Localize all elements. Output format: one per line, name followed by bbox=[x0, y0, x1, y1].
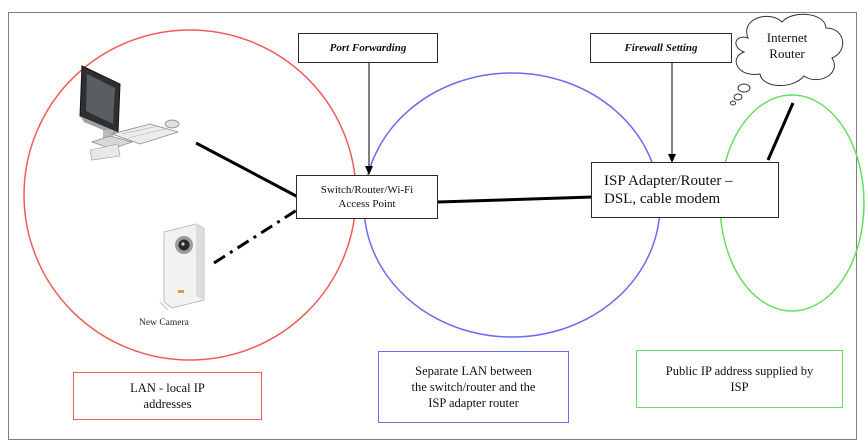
switch-router-node: Switch/Router/Wi-Fi Access Point bbox=[296, 175, 438, 219]
port-forwarding-label: Port Forwarding bbox=[298, 33, 438, 63]
camera-caption: New Camera bbox=[139, 318, 189, 328]
port-forwarding-arrowhead bbox=[365, 166, 373, 175]
firewall-setting-text: Firewall Setting bbox=[624, 42, 698, 54]
desktop-computer-icon bbox=[79, 65, 180, 161]
isp-to-internet-line bbox=[766, 102, 795, 161]
diagram-frame bbox=[8, 12, 857, 440]
firewall-setting-arrowhead bbox=[668, 154, 676, 163]
switch-to-isp-line bbox=[437, 195, 593, 204]
isp-adapter-node: ISP Adapter/Router – DSL, cable modem bbox=[591, 162, 779, 218]
network-camera-icon bbox=[159, 223, 205, 311]
port-forwarding-text: Port Forwarding bbox=[329, 42, 407, 54]
firewall-setting-label: Firewall Setting bbox=[590, 33, 732, 63]
internet-router-text: Internet Router bbox=[766, 30, 808, 61]
isp-adapter-text: ISP Adapter/Router – DSL, cable modem bbox=[604, 173, 733, 207]
lan-legend: LAN - local IP addresses bbox=[73, 372, 262, 420]
cloud-icon bbox=[730, 13, 843, 106]
camera-to-switch-dashed-line bbox=[213, 208, 298, 265]
public-ip-legend: Public IP address supplied by ISP bbox=[636, 350, 843, 408]
computer-to-switch-line bbox=[195, 141, 299, 199]
switch-router-text: Switch/Router/Wi-Fi Access Point bbox=[320, 184, 414, 210]
separate-lan-legend: Separate LAN between the switch/router a… bbox=[378, 351, 569, 423]
